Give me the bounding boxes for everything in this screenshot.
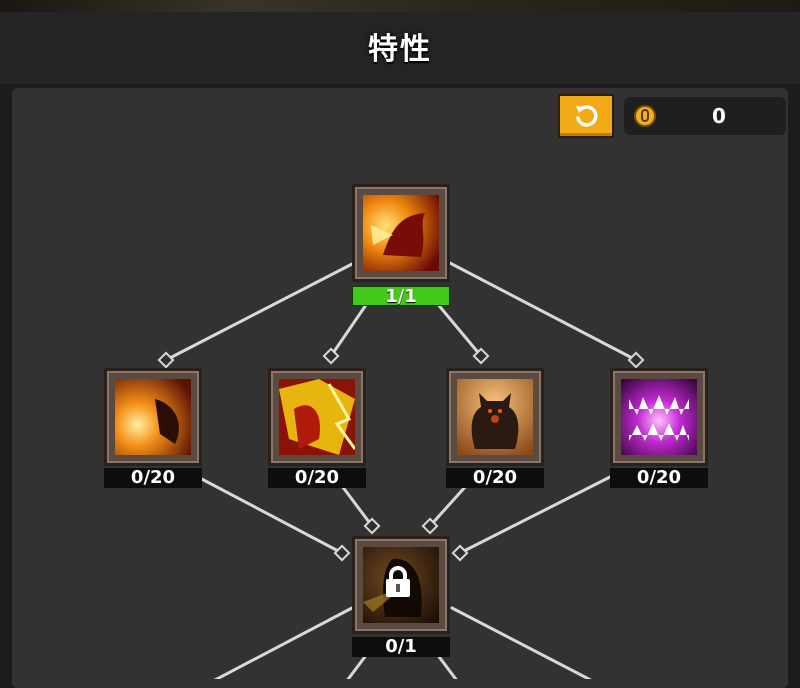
header-bar <box>0 12 800 84</box>
trait-points-display: 0 <box>624 97 786 135</box>
trait-level-2: 0/20 <box>268 468 366 488</box>
trait-level-4: 0/20 <box>610 468 708 488</box>
trait-level-1: 0/20 <box>104 468 202 488</box>
demon-brute-icon <box>457 379 533 455</box>
trait-level-locked: 0/1 <box>352 637 450 657</box>
trait-node-root[interactable] <box>352 184 450 282</box>
trait-node-3[interactable] <box>446 368 544 466</box>
fire-beast-icon <box>363 195 439 271</box>
points-value: 0 <box>712 104 726 128</box>
fire-claw-icon <box>115 379 191 455</box>
trait-level-root: 1/1 <box>352 286 450 307</box>
reset-button[interactable] <box>558 94 614 138</box>
reset-icon <box>576 105 598 127</box>
trait-node-2[interactable] <box>268 368 366 466</box>
trait-node-1[interactable] <box>104 368 202 466</box>
lock-icon <box>386 566 410 597</box>
trait-node-4[interactable] <box>610 368 708 466</box>
hooded-assassin-icon <box>363 547 439 623</box>
coin-icon <box>634 105 656 127</box>
lightning-beast-icon <box>279 379 355 455</box>
trait-node-locked[interactable] <box>352 536 450 634</box>
fang-maw-icon <box>621 379 697 455</box>
page-title: 特性 <box>368 32 432 67</box>
trait-level-3: 0/20 <box>446 468 544 488</box>
